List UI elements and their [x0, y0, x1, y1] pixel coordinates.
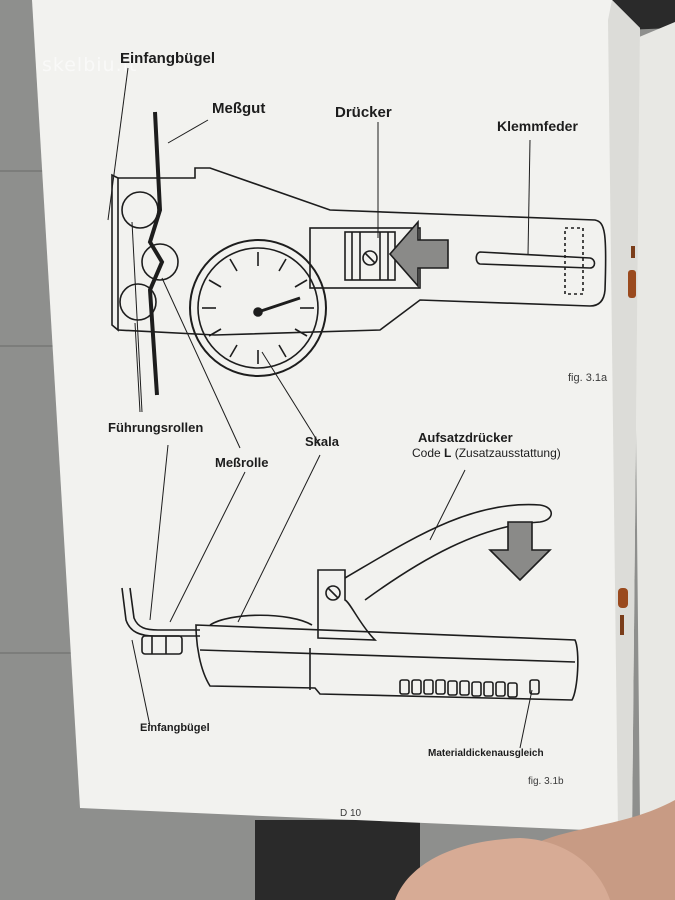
- code-suffix: (Zusatzausstattung): [451, 446, 561, 460]
- floor-tile-seam: [0, 170, 80, 172]
- floor-tile-seam: [0, 652, 80, 654]
- next-page: [600, 22, 675, 900]
- label-klemmfeder: Klemmfeder: [497, 118, 578, 134]
- code-prefix: Code: [412, 446, 445, 460]
- rust-stain: [631, 246, 635, 258]
- floor-tile-seam: [0, 345, 80, 347]
- paper-sheet: [32, 0, 640, 832]
- leader-materialdicken: [519, 689, 533, 749]
- dial-hub: [253, 307, 263, 317]
- figure-b-gauge: [121, 444, 579, 749]
- leader-messgut: [167, 119, 209, 144]
- leader-messrolle: [161, 277, 241, 449]
- caption-fig-a: fig. 3.1a: [568, 372, 608, 384]
- label-messrolle: Meßrolle: [215, 455, 269, 470]
- measured-material: [147, 111, 165, 396]
- dial-housing: [209, 614, 313, 626]
- guide-roller-bottom: [119, 283, 157, 321]
- leader-fuehrungsrollen-2: [131, 221, 143, 413]
- leader-fuehrungsrollen-b: [149, 444, 169, 621]
- code-letter: L: [444, 446, 452, 460]
- pusher-bracket: [317, 569, 378, 641]
- gauge-body: [117, 167, 607, 336]
- screw: [362, 250, 378, 266]
- watermark: skelbiu.lt: [42, 54, 138, 76]
- dial-needle: [257, 296, 301, 314]
- measuring-roller: [141, 243, 179, 281]
- page-number: D 10: [340, 808, 362, 819]
- rust-stain: [618, 588, 628, 608]
- label-druecker: Drücker: [335, 104, 392, 121]
- thickness-teeth: [399, 679, 540, 698]
- gauge-body-side: [195, 624, 579, 701]
- rust-stain: [628, 270, 636, 298]
- dial-outer: [189, 239, 327, 377]
- push-arrow-icon: [388, 219, 449, 289]
- screw-b: [325, 585, 341, 601]
- roller-bank: [141, 635, 183, 655]
- page-spine-shadow: [608, 0, 640, 832]
- dial-ticks: [202, 252, 314, 364]
- down-arrow-icon: [488, 521, 552, 582]
- rust-stain: [620, 615, 624, 635]
- leader-einfangbuegel-b: [131, 639, 151, 727]
- spring-slot: [475, 251, 596, 269]
- label-aufsatzdruecker: Aufsatzdrücker: [418, 430, 513, 445]
- leader-klemmfeder: [527, 139, 531, 256]
- caption-fig-b: fig. 3.1b: [528, 776, 564, 787]
- label-fuehrungsrollen: Führungsrollen: [108, 420, 204, 435]
- label-einfangbuegel-top: Einfangbügel: [120, 50, 215, 67]
- thumb: [395, 838, 610, 900]
- leader-einfangbuegel: [107, 67, 129, 221]
- leader-messrolle-b: [169, 471, 246, 623]
- label-skala: Skala: [305, 434, 339, 449]
- label-code-line: Code L (Zusatzausstattung): [412, 446, 561, 460]
- leader-fuehrungsrollen-1: [134, 322, 141, 413]
- spring-hidden: [564, 227, 584, 295]
- leader-aufsatzdruecker: [429, 469, 466, 541]
- dial-inner: [197, 247, 319, 369]
- label-einfangbuegel-bottom: Einfangbügel: [140, 722, 210, 734]
- label-materialdickenausgleich: Materialdickenausgleich: [428, 748, 544, 759]
- leader-skala: [261, 351, 321, 446]
- dark-binding: [255, 820, 420, 900]
- leader-skala-b: [237, 454, 321, 623]
- label-messgut: Meßgut: [212, 100, 266, 117]
- lever-arm: [344, 503, 553, 601]
